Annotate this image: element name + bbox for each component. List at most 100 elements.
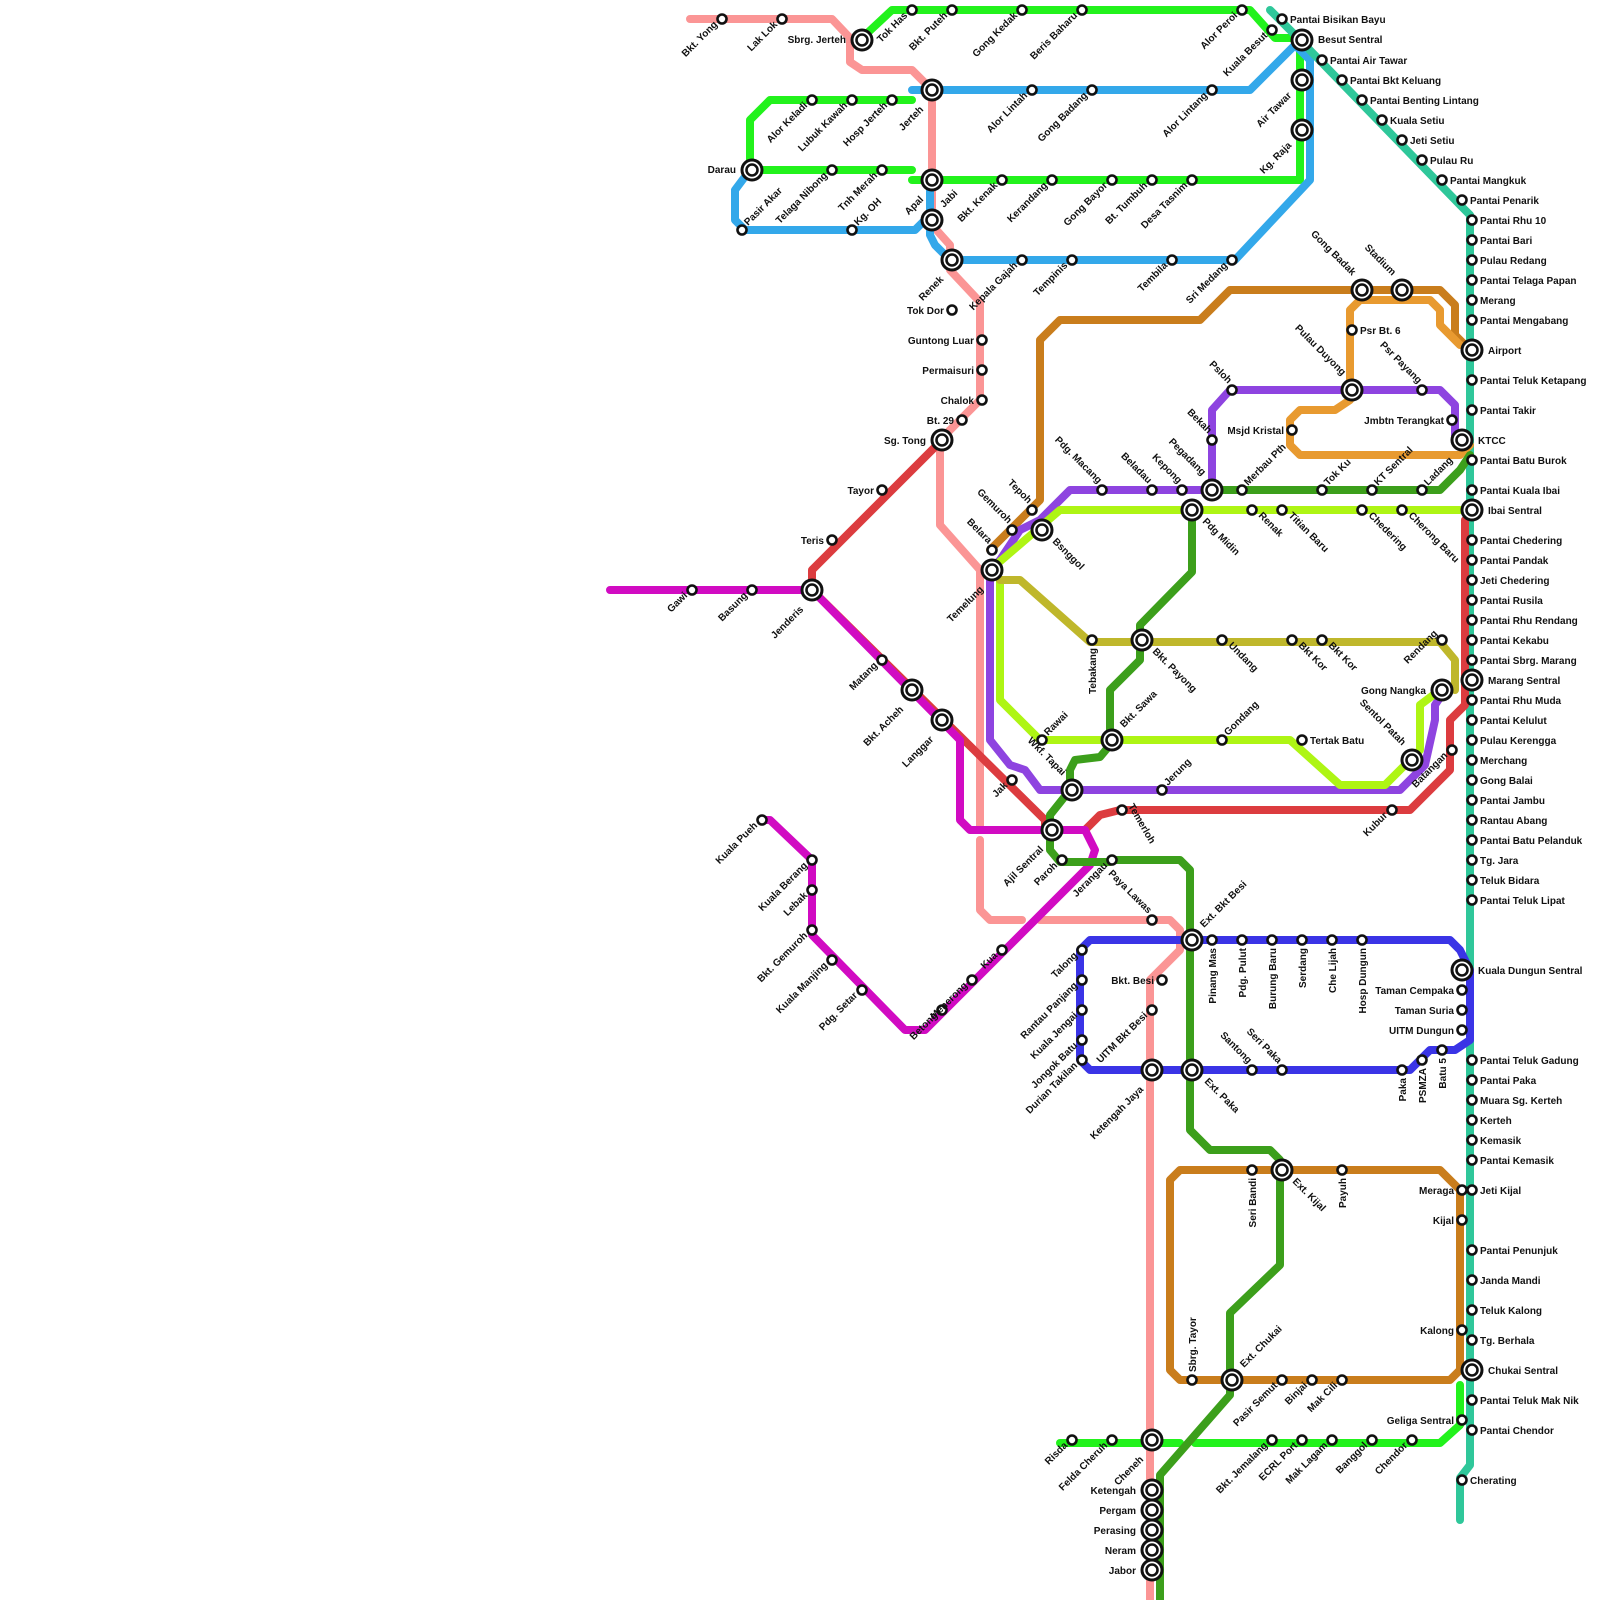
station-pantai-benting-lintang[interactable]: Pantai Benting Lintang bbox=[1358, 96, 1479, 108]
station-marker[interactable] bbox=[1468, 716, 1477, 725]
station-marker[interactable] bbox=[1238, 6, 1247, 15]
station-psloh[interactable]: Psloh bbox=[1207, 359, 1237, 394]
station-marker[interactable] bbox=[1078, 6, 1087, 15]
station-marker[interactable] bbox=[1208, 86, 1217, 95]
station-pulau-kerengga[interactable]: Pulau Kerengga bbox=[1468, 736, 1557, 748]
station-sg-tong[interactable]: Sg. Tong bbox=[884, 430, 952, 450]
station-uitm-dungun[interactable]: UITM Dungun bbox=[1389, 1026, 1466, 1038]
station-neram[interactable]: Neram bbox=[1105, 1540, 1162, 1560]
station-marker[interactable] bbox=[808, 96, 817, 105]
station-marker[interactable] bbox=[1188, 176, 1197, 185]
station-marker[interactable] bbox=[998, 176, 1007, 185]
station-marker[interactable] bbox=[1268, 936, 1277, 945]
station-marker[interactable] bbox=[1408, 1436, 1417, 1445]
station-marker[interactable] bbox=[1028, 506, 1037, 515]
station-sbrg-tayor[interactable]: Sbrg. Tayor bbox=[1188, 1317, 1200, 1384]
station-marker[interactable] bbox=[828, 536, 837, 545]
station-sentol-patah[interactable]: Sentol Patah bbox=[1357, 698, 1422, 770]
station-marker[interactable] bbox=[718, 15, 727, 24]
station-marker[interactable] bbox=[1208, 436, 1217, 445]
station-marker[interactable] bbox=[1468, 316, 1477, 325]
station-marker[interactable] bbox=[1188, 1376, 1197, 1385]
station-langgar[interactable]: Langgar bbox=[900, 710, 952, 770]
station-teris[interactable]: Teris bbox=[801, 536, 837, 548]
station-marker[interactable] bbox=[1268, 1436, 1277, 1445]
station-marker[interactable] bbox=[1088, 86, 1097, 95]
station-kerteh[interactable]: Kerteh bbox=[1468, 1116, 1512, 1128]
station-janda-mandi[interactable]: Janda Mandi bbox=[1468, 1276, 1541, 1288]
station-marker[interactable] bbox=[848, 226, 857, 235]
station-marker[interactable] bbox=[1008, 776, 1017, 785]
station-pantai-takir[interactable]: Pantai Takir bbox=[1468, 406, 1537, 418]
station-marker[interactable] bbox=[1468, 1246, 1477, 1255]
station-marker[interactable] bbox=[1468, 1306, 1477, 1315]
station-batu-5[interactable]: Batu 5 bbox=[1438, 1046, 1450, 1089]
station-pantai-bkt-keluang[interactable]: Pantai Bkt Keluang bbox=[1338, 76, 1442, 88]
station-marker[interactable] bbox=[1328, 1436, 1337, 1445]
station-marker[interactable] bbox=[1458, 1416, 1467, 1425]
station-marker[interactable] bbox=[1018, 6, 1027, 15]
station-pantai-jambu[interactable]: Pantai Jambu bbox=[1468, 796, 1546, 808]
station-marker[interactable] bbox=[1338, 1376, 1347, 1385]
station-marker[interactable] bbox=[908, 6, 917, 15]
station-jeti-chedering[interactable]: Jeti Chedering bbox=[1468, 576, 1550, 588]
station-chalok[interactable]: Chalok bbox=[941, 396, 987, 408]
station-marker[interactable] bbox=[878, 486, 887, 495]
station-pulau-redang[interactable]: Pulau Redang bbox=[1468, 256, 1547, 268]
station-marker[interactable] bbox=[1278, 1376, 1287, 1385]
station-kuala-pueh[interactable]: Kuala Pueh bbox=[714, 816, 767, 867]
station-marker[interactable] bbox=[1158, 786, 1167, 795]
station-marker[interactable] bbox=[1458, 196, 1467, 205]
station-sbrg-jerteh[interactable]: Sbrg. Jerteh bbox=[788, 30, 872, 50]
station-ktcc[interactable]: KTCC bbox=[1452, 430, 1506, 450]
station-darau[interactable]: Darau bbox=[708, 160, 762, 180]
station-pantai-teluk-lipat[interactable]: Pantai Teluk Lipat bbox=[1468, 896, 1566, 908]
station-pantai-kuala-ibai[interactable]: Pantai Kuala Ibai bbox=[1468, 486, 1561, 498]
station-marang-sentral[interactable]: Marang Sentral bbox=[1462, 670, 1560, 690]
station-marker[interactable] bbox=[1468, 486, 1477, 495]
station-marker[interactable] bbox=[1418, 386, 1427, 395]
station-marker[interactable] bbox=[1468, 376, 1477, 385]
station-kuala-manjing[interactable]: Kuala Manjing bbox=[774, 956, 836, 1017]
station-taman-suria[interactable]: Taman Suria bbox=[1395, 1006, 1467, 1018]
station-bkt-acheh[interactable]: Bkt. Acheh bbox=[862, 680, 922, 749]
station-marker[interactable] bbox=[1418, 486, 1427, 495]
station-marker[interactable] bbox=[1358, 96, 1367, 105]
station-marker[interactable] bbox=[688, 586, 697, 595]
station-marker[interactable] bbox=[968, 976, 977, 985]
station-marker[interactable] bbox=[1288, 426, 1297, 435]
station-pantai-kekabu[interactable]: Pantai Kekabu bbox=[1468, 636, 1549, 648]
station-marker[interactable] bbox=[1338, 1166, 1347, 1175]
station-marker[interactable] bbox=[1468, 1396, 1477, 1405]
station-marker[interactable] bbox=[1468, 576, 1477, 585]
station-marker[interactable] bbox=[808, 886, 817, 895]
station-marker[interactable] bbox=[1248, 1166, 1257, 1175]
station-marker[interactable] bbox=[978, 336, 987, 345]
station-gong-balai[interactable]: Gong Balai bbox=[1468, 776, 1534, 788]
station-marker[interactable] bbox=[1468, 656, 1477, 665]
station-pdg-setar[interactable]: Pdg. Setar bbox=[817, 986, 866, 1034]
station-marker[interactable] bbox=[1008, 526, 1017, 535]
station-jabor[interactable]: Jabor bbox=[1109, 1560, 1162, 1580]
station-marker[interactable] bbox=[1238, 936, 1247, 945]
station-marker[interactable] bbox=[1298, 936, 1307, 945]
station-marker[interactable] bbox=[828, 956, 837, 965]
station-marker[interactable] bbox=[1268, 26, 1277, 35]
station-belara[interactable]: Belara bbox=[964, 517, 996, 555]
station-marker[interactable] bbox=[1458, 1476, 1467, 1485]
station-marker[interactable] bbox=[1468, 1076, 1477, 1085]
station-marker[interactable] bbox=[1468, 876, 1477, 885]
station-bt-29[interactable]: Bt. 29 bbox=[927, 416, 967, 428]
station-marker[interactable] bbox=[1148, 176, 1157, 185]
station-merchang[interactable]: Merchang bbox=[1468, 756, 1528, 768]
station-ketengah[interactable]: Ketengah bbox=[1090, 1480, 1162, 1500]
station-marker[interactable] bbox=[1438, 176, 1447, 185]
station-marker[interactable] bbox=[1318, 486, 1327, 495]
station-marker[interactable] bbox=[1458, 986, 1467, 995]
station-marker[interactable] bbox=[1458, 1216, 1467, 1225]
station-burung-baru[interactable]: Burung Baru bbox=[1268, 936, 1280, 1010]
station-matang[interactable]: Matang bbox=[848, 656, 887, 693]
station-marker[interactable] bbox=[1468, 406, 1477, 415]
station-marker[interactable] bbox=[1398, 506, 1407, 515]
station-marker[interactable] bbox=[1468, 896, 1477, 905]
